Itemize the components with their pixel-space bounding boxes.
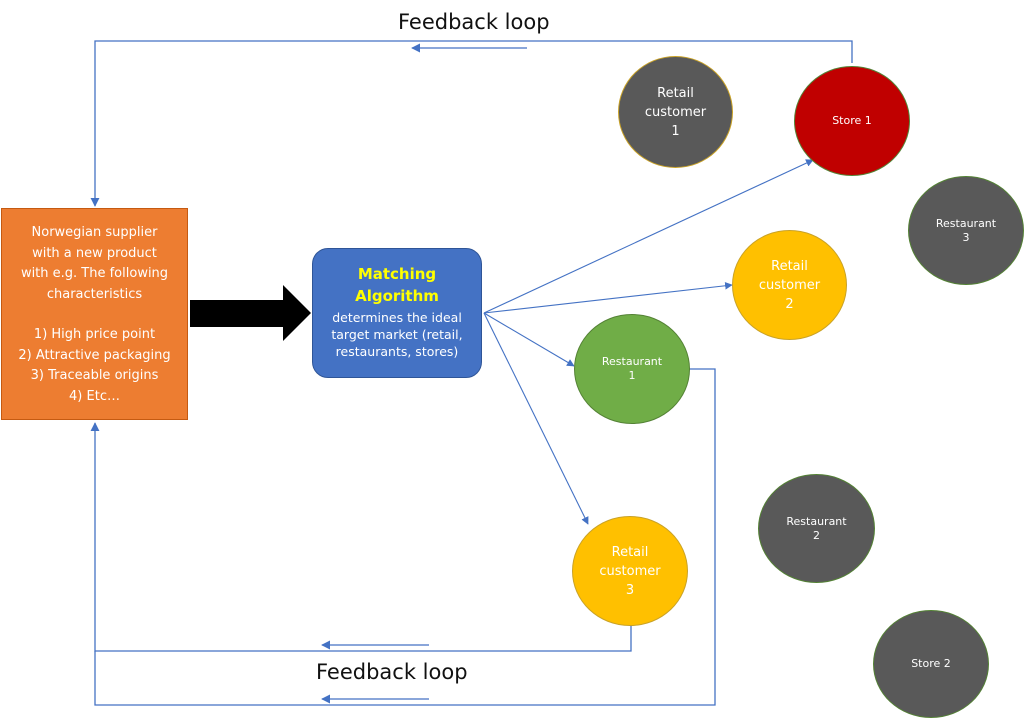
supplier-text-line: characteristics [46,286,143,302]
restaurant-1-node: Restaurant 1 [574,314,690,424]
retail-customer-2-label: Retail customer 2 [758,258,821,312]
retail-customer-3-label: Retail customer 3 [599,544,661,598]
store-1-label: Store 1 [832,114,872,127]
supplier-text-line: with e.g. The following [20,266,169,281]
algorithm-title-line-2: Algorithm [355,287,439,305]
retail-customer-1-label: Retail customer 1 [644,85,707,139]
feedback-loop-bottom-label: Feedback loop [316,660,468,684]
algorithm-to-store-1-arrow [483,159,814,314]
restaurant-2-node: Restaurant 2 [758,474,875,583]
restaurant-3-label: Restaurant 3 [935,216,997,244]
supplier-characteristic-4: 4) Etc… [69,388,120,404]
supplier-to-algorithm-arrow [190,285,311,341]
restaurant-2-label: Restaurant 2 [786,514,847,542]
restaurant-3-node: Restaurant 3 [908,176,1024,285]
retail-customer-1-node: Retail customer 1 [618,56,733,168]
store-2-label: Store 2 [911,657,951,670]
feedback-loop-top-label: Feedback loop [398,10,550,34]
feedback-loop-inner-connector [90,422,632,652]
retail-customer-3-node: Retail customer 3 [572,516,688,626]
retail-customer-2-node: Retail customer 2 [732,230,847,340]
algorithm-description: determines the ideal target market (reta… [331,310,463,359]
supplier-box: Norwegian supplier with a new product wi… [1,208,188,420]
feedback-loop-outer-connector [94,368,716,706]
restaurant-1-label: Restaurant 1 [601,355,663,382]
supplier-characteristic-2: 2) Attractive packaging [18,347,171,363]
supplier-characteristic-1: 1) High price point [33,327,156,342]
supplier-spacer [2,305,187,325]
supplier-text-line: Norwegian supplier [31,225,158,240]
algorithm-title-line-1: Matching [357,265,437,283]
feedback-loop-top-connector [90,40,853,207]
store-2-node: Store 2 [873,610,989,718]
algorithm-to-retail-customer-3-arrow [483,312,589,525]
algorithm-to-restaurant-1-arrow [483,312,575,367]
algorithm-to-retail-customer-2-arrow [483,281,733,314]
matching-algorithm-box: Matching Algorithm determines the ideal … [312,248,482,378]
supplier-characteristic-3: 3) Traceable origins [30,368,159,383]
supplier-text-line: with a new product [32,245,157,261]
store-1-node: Store 1 [794,66,910,176]
